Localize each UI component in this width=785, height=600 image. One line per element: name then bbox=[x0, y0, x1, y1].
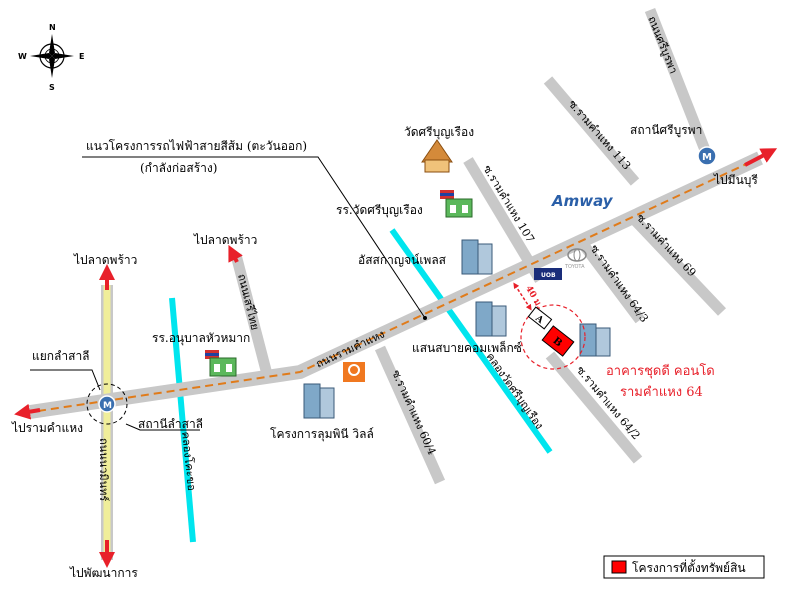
road-label-nawamin: ถนนนวมินทร์ bbox=[97, 438, 110, 501]
svg-text:M: M bbox=[103, 401, 112, 411]
building-icon bbox=[303, 383, 335, 419]
label-sansabai: แสนสบายคอมเพล็กซ์ bbox=[412, 340, 522, 355]
label-to-phatthanakan: ไปพัฒนาการ bbox=[69, 566, 138, 580]
svg-text:TOYOTA: TOYOTA bbox=[564, 264, 585, 270]
orange-line-route bbox=[37, 159, 756, 412]
label-lumpini: โครงการลุมพินี วิลล์ bbox=[270, 427, 374, 442]
legend: โครงการที่ตั้งทรัพย์สิน bbox=[603, 555, 765, 579]
brand-logo-icon bbox=[343, 362, 365, 382]
label-assakan: อัสสกาญจน์เพลส bbox=[358, 253, 447, 267]
label-station-lamsali: สถานีลำสาลี bbox=[138, 417, 203, 431]
svg-text:UOB: UOB bbox=[541, 272, 556, 279]
road-label-soi113: ซ.รามคำแหง 113 bbox=[566, 97, 634, 172]
label-school-kindergarten: รร.อนุบาลหัวหมาก bbox=[152, 331, 250, 346]
label-property-line1: อาคารชุดดี คอนโด bbox=[606, 363, 715, 379]
distance-label: 40 ม. bbox=[523, 284, 544, 310]
distance-arrow bbox=[513, 282, 532, 311]
compass-w: W bbox=[18, 52, 27, 61]
building-icon bbox=[461, 239, 493, 275]
metro-station-icon: M bbox=[697, 146, 717, 166]
metro-station-icon: M bbox=[98, 395, 116, 413]
school-flag-icon bbox=[205, 350, 237, 377]
uob-bank-icon: UOB bbox=[534, 268, 562, 280]
label-to-ladprao-left: ไปลาดพร้าว bbox=[73, 253, 137, 267]
canal-bungluang bbox=[389, 228, 553, 454]
road-label-seri-thai: ถนนเสรีไทย bbox=[235, 273, 261, 332]
amway-logo: Amway bbox=[551, 192, 614, 210]
label-to-ladprao-mid: ไปลาดพร้าว bbox=[193, 233, 257, 247]
property-building-b: B bbox=[541, 325, 575, 357]
road-label-sriburapha: ถนนศรีบูรพา bbox=[645, 14, 680, 75]
label-orange-line: แนวโครงการรถไฟฟ้าสายสีส้ม (ตะวันออก) bbox=[86, 139, 307, 153]
label-wat: วัดศรีบุญเรือง bbox=[404, 125, 474, 140]
road-label-soi64-3: ซ.รามคำแหง 64/3 bbox=[588, 242, 651, 325]
property-building-a: A bbox=[527, 306, 553, 330]
compass-rose-icon: N S E W bbox=[18, 23, 84, 92]
toyota-logo-icon: TOYOTA bbox=[564, 248, 587, 270]
property-ring bbox=[520, 304, 586, 370]
label-to-minburi: ไปมีนบุรี bbox=[713, 173, 758, 188]
svg-text:M: M bbox=[702, 152, 712, 163]
compass-e: E bbox=[79, 52, 84, 61]
lamsali-junction-ring bbox=[86, 383, 128, 425]
building-icon bbox=[475, 301, 507, 337]
main-road-arrow-west bbox=[14, 403, 41, 420]
label-station-sriburapha: สถานีศรีบูรพา bbox=[630, 123, 702, 138]
building-icon bbox=[579, 323, 611, 357]
school-flag-icon bbox=[440, 190, 473, 218]
ladprao-mid-arrow bbox=[228, 244, 243, 263]
minor-roads bbox=[230, 7, 726, 485]
road-label-soi69: ซ.รามคำแหง 69 bbox=[634, 211, 699, 279]
label-to-ramkhamhaeng: ไปรามคำแหง bbox=[11, 421, 83, 435]
label-school-wat: รร.วัดศรีบุญเรือง bbox=[336, 203, 423, 218]
temple-icon bbox=[421, 139, 453, 173]
label-property-line2: รามคำแหง 64 bbox=[620, 385, 703, 400]
road-label-canal-bungluang: คลองวัดศรีบุญเรือง bbox=[484, 350, 546, 431]
canal-krachang bbox=[169, 297, 196, 543]
leader-lines bbox=[30, 156, 426, 431]
legend-swatch bbox=[611, 560, 627, 574]
label-junction-lamsali: แยกลำสาลี bbox=[32, 349, 90, 363]
main-road-arrow-east bbox=[744, 148, 778, 167]
compass-n: N bbox=[49, 23, 56, 32]
legend-label: โครงการที่ตั้งทรัพย์สิน bbox=[632, 559, 746, 575]
label-orange-line-sub: (กำลังก่อสร้าง) bbox=[140, 161, 217, 175]
road-label-canal-krachang: คลองโคะขอ bbox=[179, 431, 199, 492]
road-label-soi60-4: ซ.รามคำแหง 60/4 bbox=[389, 368, 438, 457]
compass-s: S bbox=[49, 83, 55, 92]
